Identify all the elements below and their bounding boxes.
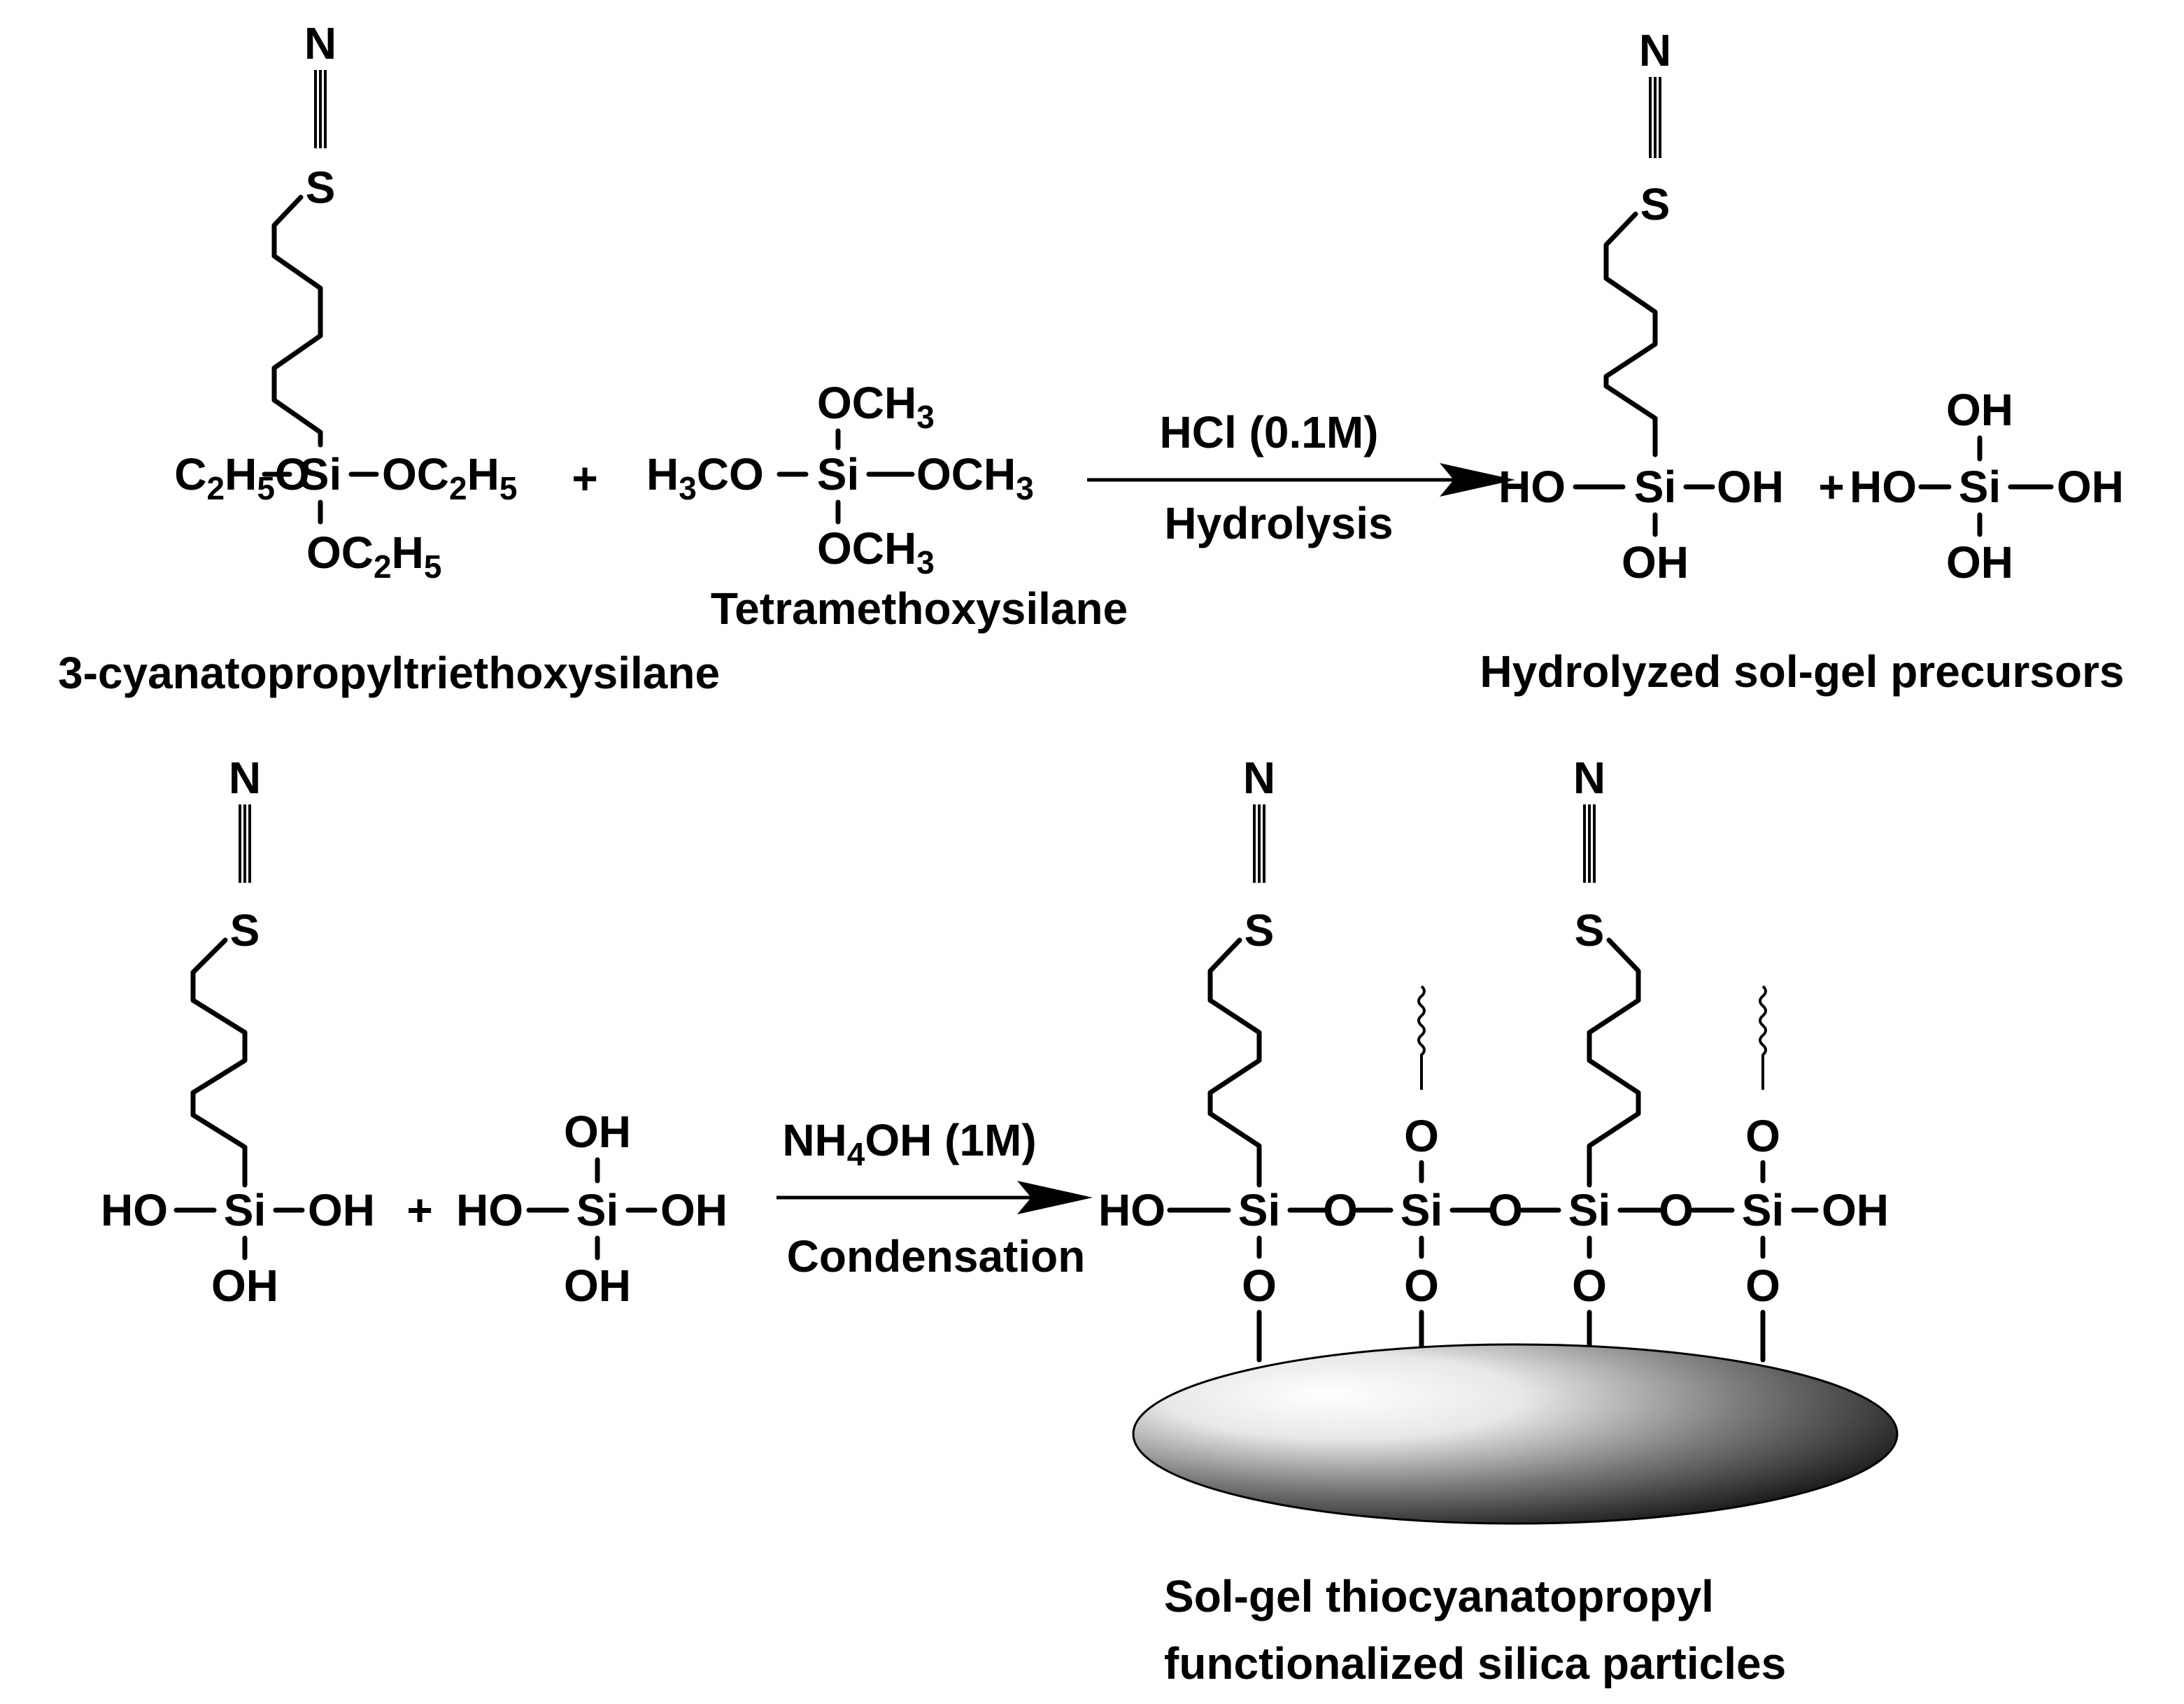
plus-sign: + — [406, 1185, 432, 1235]
reactant2-name: Tetramethoxysilane — [711, 583, 1128, 634]
atom-Si: Si — [224, 1185, 266, 1235]
product2-name-line2: functionalized silica particles — [1164, 1638, 1786, 1689]
reaction2-condition-top: NH4OH (1M) — [782, 1115, 1036, 1172]
atom-S: S — [230, 905, 260, 956]
atom-N: N — [1639, 25, 1671, 76]
atom-S: S — [306, 162, 336, 213]
atom-Si: Si — [1959, 462, 2001, 512]
plus-sign: + — [572, 453, 597, 504]
substituent-right: OH — [1822, 1185, 1889, 1235]
atom-Si: Si — [1634, 462, 1676, 512]
reaction2-condition-bottom: Condensation — [787, 1231, 1086, 1281]
substituent-left: HO — [1498, 462, 1566, 512]
atom-N: N — [304, 18, 336, 69]
reactant-hydrolyzed-organosilane: N S Si HO OH OH — [101, 753, 375, 1311]
substituent-top: OH — [564, 1107, 631, 1157]
substituent-bottom: OC2H5 — [306, 527, 441, 585]
reactant-tetramethoxysilane: OCH3 H3CO Si OCH3 OCH3 — [646, 378, 1034, 581]
substituent-bottom: OH — [1622, 537, 1689, 588]
substituent-bottom: OH — [211, 1261, 278, 1311]
atom-N: N — [1573, 753, 1605, 803]
atom-O: O — [1745, 1111, 1780, 1161]
atom-O: O — [1572, 1261, 1607, 1311]
atom-O: O — [1745, 1261, 1780, 1311]
atom-Si: Si — [1238, 1185, 1280, 1235]
atom-S: S — [1640, 179, 1671, 229]
atom-Si: Si — [1742, 1185, 1784, 1235]
reactant1-name: 3-cyanatopropyltriethoxysilane — [58, 648, 720, 698]
atom-O: O — [1488, 1185, 1523, 1235]
substituent-right: OH — [660, 1185, 728, 1235]
substituent-left: HO — [1850, 462, 1917, 512]
substituent-left: H3CO — [646, 449, 764, 506]
substituent-bottom: OH — [564, 1261, 631, 1311]
substituent-right: OH — [2057, 462, 2124, 512]
atom-Si: Si — [817, 449, 859, 499]
atom-Si: Si — [576, 1185, 618, 1235]
atom-N: N — [1243, 753, 1275, 803]
substituent-top: OH — [1946, 385, 2013, 435]
product-silicic-acid: OH HO Si OH OH — [1850, 385, 2124, 588]
atom-O: O — [1404, 1261, 1439, 1311]
reaction1-condition-bottom: Hydrolysis — [1164, 498, 1393, 548]
atom-Si: Si — [299, 449, 341, 499]
atom-N: N — [229, 753, 261, 803]
atom-Si: Si — [1568, 1185, 1610, 1235]
substituent-right: OH — [1717, 462, 1784, 512]
atom-O: O — [1242, 1261, 1277, 1311]
atom-O: O — [1323, 1185, 1358, 1235]
reaction1-arrow — [1087, 463, 1515, 497]
substituent-right: OCH3 — [916, 449, 1034, 506]
product-hydrolyzed-organosilane: N S Si HO OH OH — [1498, 25, 1784, 588]
plus-sign: + — [1818, 462, 1844, 512]
reactant-cyanatopropyltriethoxysilane: N S Si C2H5O OC2H5 OC2H5 — [174, 18, 517, 585]
substituent-right: OC2H5 — [382, 449, 517, 506]
substituent-right: OH — [308, 1185, 375, 1235]
silica-particle — [1132, 1343, 1899, 1525]
atom-O: O — [1404, 1111, 1439, 1161]
product2-name-line1: Sol-gel thiocyanatopropyl — [1164, 1571, 1714, 1621]
product1-name: Hydrolyzed sol-gel precursors — [1480, 646, 2124, 697]
substituent-bottom: OH — [1946, 537, 2013, 588]
reaction2-arrow — [777, 1181, 1093, 1214]
reactant-silicic-acid: OH HO Si OH OH — [456, 1107, 728, 1311]
atom-Si: Si — [1401, 1185, 1442, 1235]
atom-S: S — [1575, 905, 1605, 956]
substituent-bottom: OCH3 — [817, 523, 935, 581]
substituent-left: HO — [456, 1185, 523, 1235]
atom-O: O — [1659, 1185, 1694, 1235]
substituent-left: HO — [101, 1185, 168, 1235]
reaction1-condition-top: HCl (0.1M) — [1160, 407, 1379, 457]
substituent-left: HO — [1098, 1185, 1165, 1235]
product-functionalized-silica: N S N S O O HO Si O Si O Si O Si OH — [1098, 753, 1899, 1525]
substituent-left: C2H5O — [174, 449, 309, 506]
substituent-top: OCH3 — [817, 378, 935, 435]
atom-S: S — [1245, 905, 1275, 956]
